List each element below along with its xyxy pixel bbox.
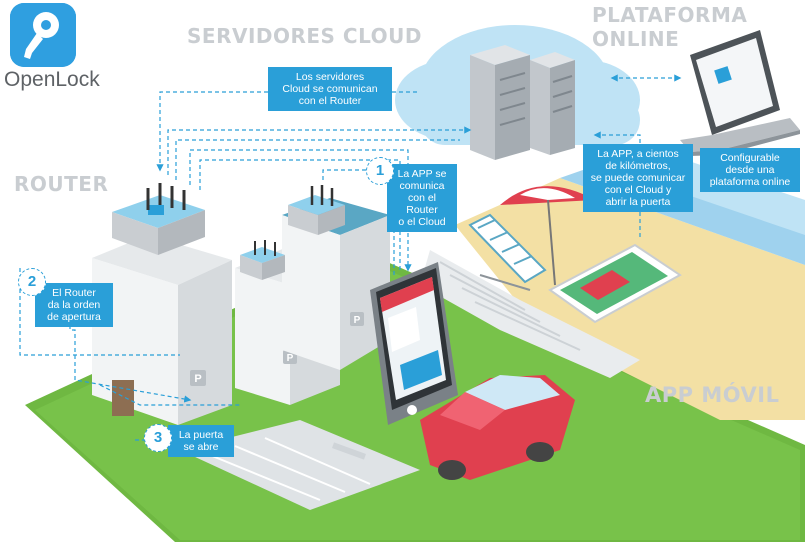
callout-cloud-router: Los servidores Cloud se comunican con el… bbox=[268, 67, 392, 111]
router-device-right bbox=[288, 185, 345, 235]
logo-key-icon bbox=[10, 3, 76, 67]
cloud-servers bbox=[470, 45, 575, 160]
phone-main bbox=[370, 262, 458, 425]
callout-app-remote: La APP, a cientos de kilómetros, se pued… bbox=[583, 144, 693, 212]
callout-app-communicates: La APP se comunica con el Router o el Cl… bbox=[387, 164, 457, 232]
svg-text:P: P bbox=[287, 353, 294, 364]
brand-name: OpenLock bbox=[4, 68, 100, 91]
connection-lines bbox=[19, 74, 682, 441]
callout-platform: Configurable desde una plataforma online bbox=[700, 148, 800, 192]
svg-text:P: P bbox=[354, 315, 361, 326]
beach-umbrella bbox=[500, 186, 595, 286]
laptop bbox=[680, 30, 800, 156]
section-title-router: ROUTER bbox=[14, 172, 109, 196]
parking-road bbox=[180, 420, 420, 510]
phone-on-beach bbox=[548, 243, 682, 324]
step-marker-3: 3 bbox=[144, 424, 172, 452]
router-device-middle bbox=[240, 240, 285, 280]
step-marker-1: 1 bbox=[366, 157, 394, 185]
callout-router-order: El Router da la orden de apertura bbox=[35, 283, 113, 327]
callout-door-opens: La puerta se abre bbox=[168, 425, 234, 457]
beach-chair bbox=[468, 213, 547, 291]
section-title-platform: PLATAFORMA ONLINE bbox=[592, 3, 748, 51]
step-marker-2: 2 bbox=[18, 268, 46, 296]
building-left: P bbox=[92, 235, 232, 425]
section-title-cloud: SERVIDORES CLOUD bbox=[187, 24, 422, 48]
stairs bbox=[420, 250, 640, 378]
router-device-main bbox=[112, 183, 205, 255]
section-title-app: APP MÓVIL bbox=[645, 383, 780, 407]
svg-text:P: P bbox=[194, 373, 201, 385]
car bbox=[420, 375, 575, 480]
